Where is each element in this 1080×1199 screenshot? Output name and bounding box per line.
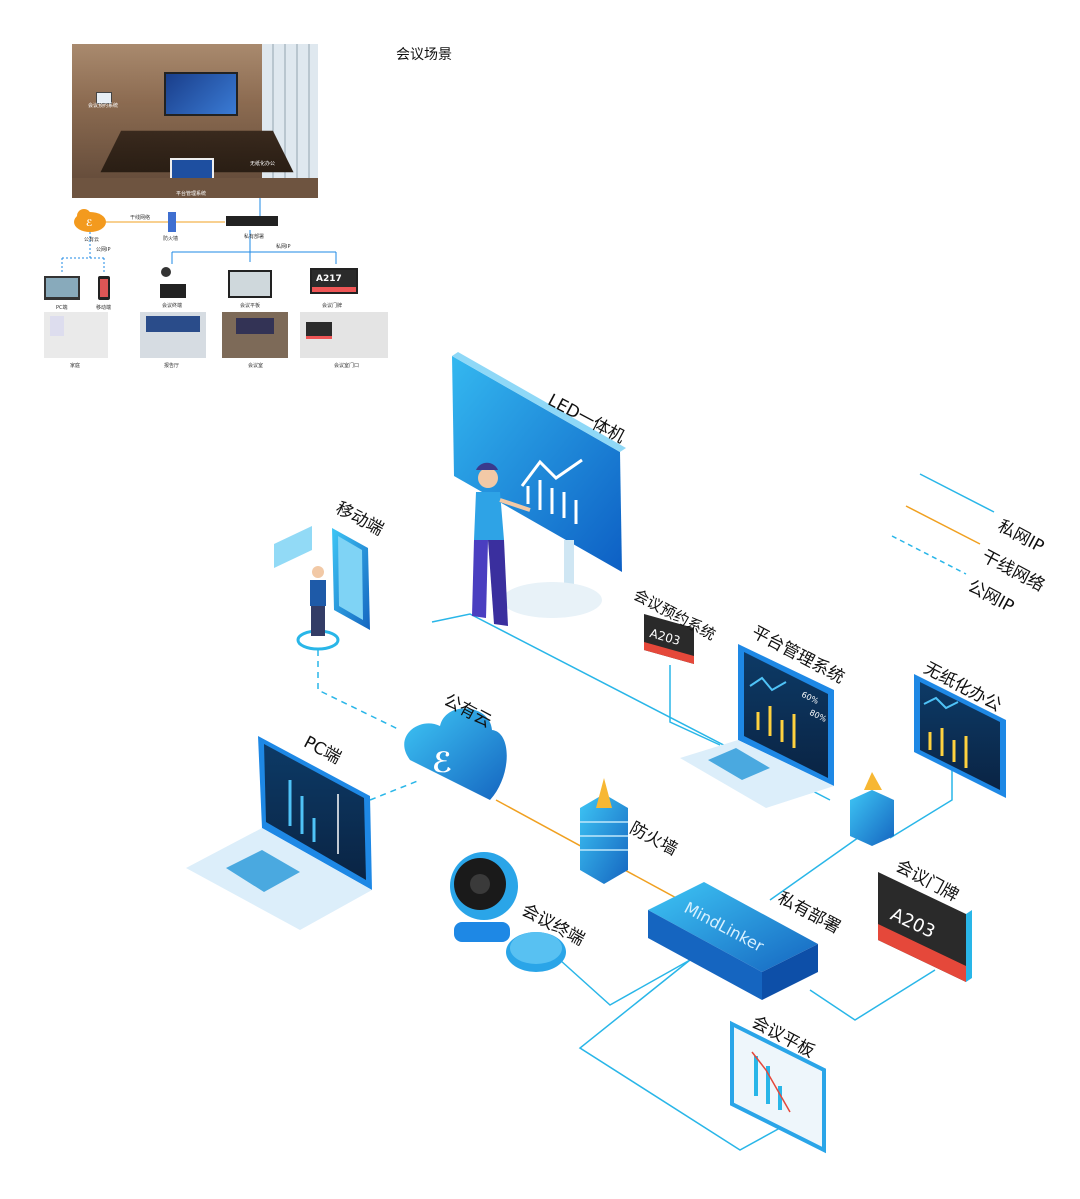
- conference-tablet: [730, 1020, 826, 1154]
- small-label-cloud: 公有云: [84, 237, 100, 243]
- small-label-firewall: 防火墙: [163, 236, 179, 242]
- small-label-hall: 报告厅: [164, 363, 180, 369]
- small-label-doorplate: 会议门牌: [322, 303, 343, 309]
- mobile-device: [274, 526, 370, 651]
- booking-device: [644, 614, 694, 664]
- photo-label-booking: 会议预约系统: [88, 103, 119, 109]
- small-label-trunk: 干线网络: [130, 215, 151, 221]
- small-label-terminal: 会议终端: [162, 303, 183, 309]
- small-label-meeting-door: 会议室门口: [334, 363, 360, 369]
- firewall: [580, 778, 628, 884]
- mindlinker-server: [648, 882, 818, 1000]
- public-cloud: ℰ: [404, 708, 507, 800]
- platform-laptop: [680, 644, 834, 808]
- meeting-room-photo: [72, 44, 318, 198]
- doorplate-device: [878, 872, 972, 982]
- small-label-pc: PC端: [56, 305, 68, 311]
- small-label-private-ip: 私网IP: [276, 244, 291, 250]
- small-label-home: 家庭: [70, 363, 81, 369]
- small-topology-diagram: ℰ: [44, 198, 388, 358]
- svg-text:ℰ: ℰ: [432, 746, 452, 779]
- svg-text:ℰ: ℰ: [86, 219, 93, 229]
- small-label-mobile: 移动端: [96, 305, 112, 311]
- photo-label-platform: 平台管理系统: [176, 191, 207, 197]
- paperless-screen: [914, 674, 1006, 798]
- led-display: [452, 352, 626, 626]
- small-label-private-deploy: 私有部署: [244, 234, 265, 240]
- photo-label-paperless: 无纸化办公: [250, 161, 276, 167]
- pc-laptop: [186, 736, 372, 930]
- small-doorplate-code: A217: [316, 274, 342, 284]
- small-label-tablet: 会议平板: [240, 303, 261, 309]
- small-label-meeting-room: 会议室: [248, 363, 264, 369]
- legend-lines: [891, 473, 995, 575]
- network-switch: [850, 772, 894, 846]
- small-label-public-ip: 公网IP: [96, 247, 111, 253]
- connection-lines: [317, 613, 953, 1151]
- conference-terminal: [450, 852, 566, 972]
- scene-title: 会议场景: [396, 47, 452, 63]
